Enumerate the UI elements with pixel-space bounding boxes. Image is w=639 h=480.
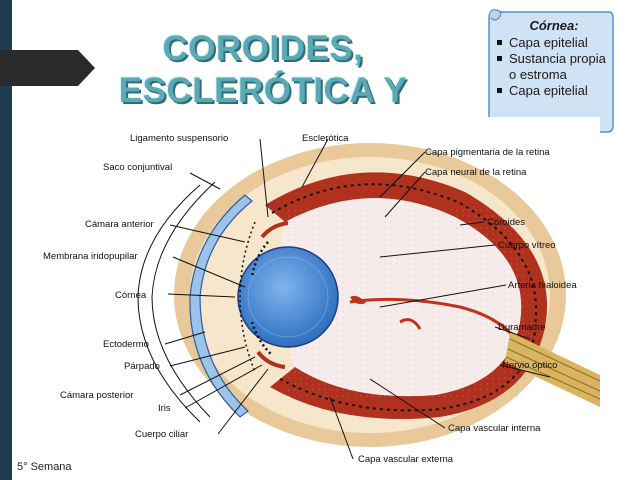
label-capa-pigmentaria: Capa pigmentaria de la retina [425,147,550,158]
label-capa-neural: Capa neural de la retina [425,167,527,178]
label-cuerpo-vitreo: Cuerpo vítreo [498,240,556,251]
left-accent-bar [0,0,12,480]
eye-diagram: Ligamento suspensorio Esclerótica Saco c… [40,117,600,471]
label-duramadre: Duramadre [498,322,546,333]
footer-week: 5° Semana [17,461,72,473]
callout-item: Capa epitelial [495,35,613,51]
slide-title: COROIDES, ESCLERÓTICA Y [98,28,428,112]
arrow-shape [0,50,95,86]
scroll-shape [488,9,614,134]
label-camara-anterior: Cámara anterior [85,219,154,230]
callout-item: Capa epitelial [495,83,613,99]
label-iris: Iris [158,403,171,414]
label-camara-posterior: Cámara posterior [60,390,133,401]
label-cornea: Córnea [115,290,147,301]
cornea-callout: Córnea: Capa epitelial Sustancia propia … [487,8,615,134]
label-nervio: Nervio óptico [502,360,557,371]
callout-list: Capa epitelial Sustancia propia o estrom… [495,35,613,99]
label-esclerotica: Esclerótica [302,133,349,144]
label-arteria: Arteria hialoidea [508,280,577,291]
title-line-1: COROIDES, [162,29,364,68]
label-vascular-interna: Capa vascular interna [448,423,541,434]
callout-heading: Córnea: [529,18,579,33]
label-cuerpo-ciliar: Cuerpo ciliar [135,429,188,440]
label-coroides: Coroides [487,217,525,228]
callout-item: Sustancia propia o estroma [495,51,613,83]
label-vascular-externa: Capa vascular externa [358,454,454,465]
eyelid [189,194,253,418]
label-saco: Saco conjuntival [103,162,172,173]
label-ligamento: Ligamento suspensorio [130,133,228,144]
label-parpado: Párpado [124,361,160,372]
title-line-2: ESCLERÓTICA Y [118,71,408,110]
label-membrana: Membrana iridopupilar [43,251,138,262]
lens [237,246,339,348]
label-ectodermo: Ectodermo [103,339,149,350]
